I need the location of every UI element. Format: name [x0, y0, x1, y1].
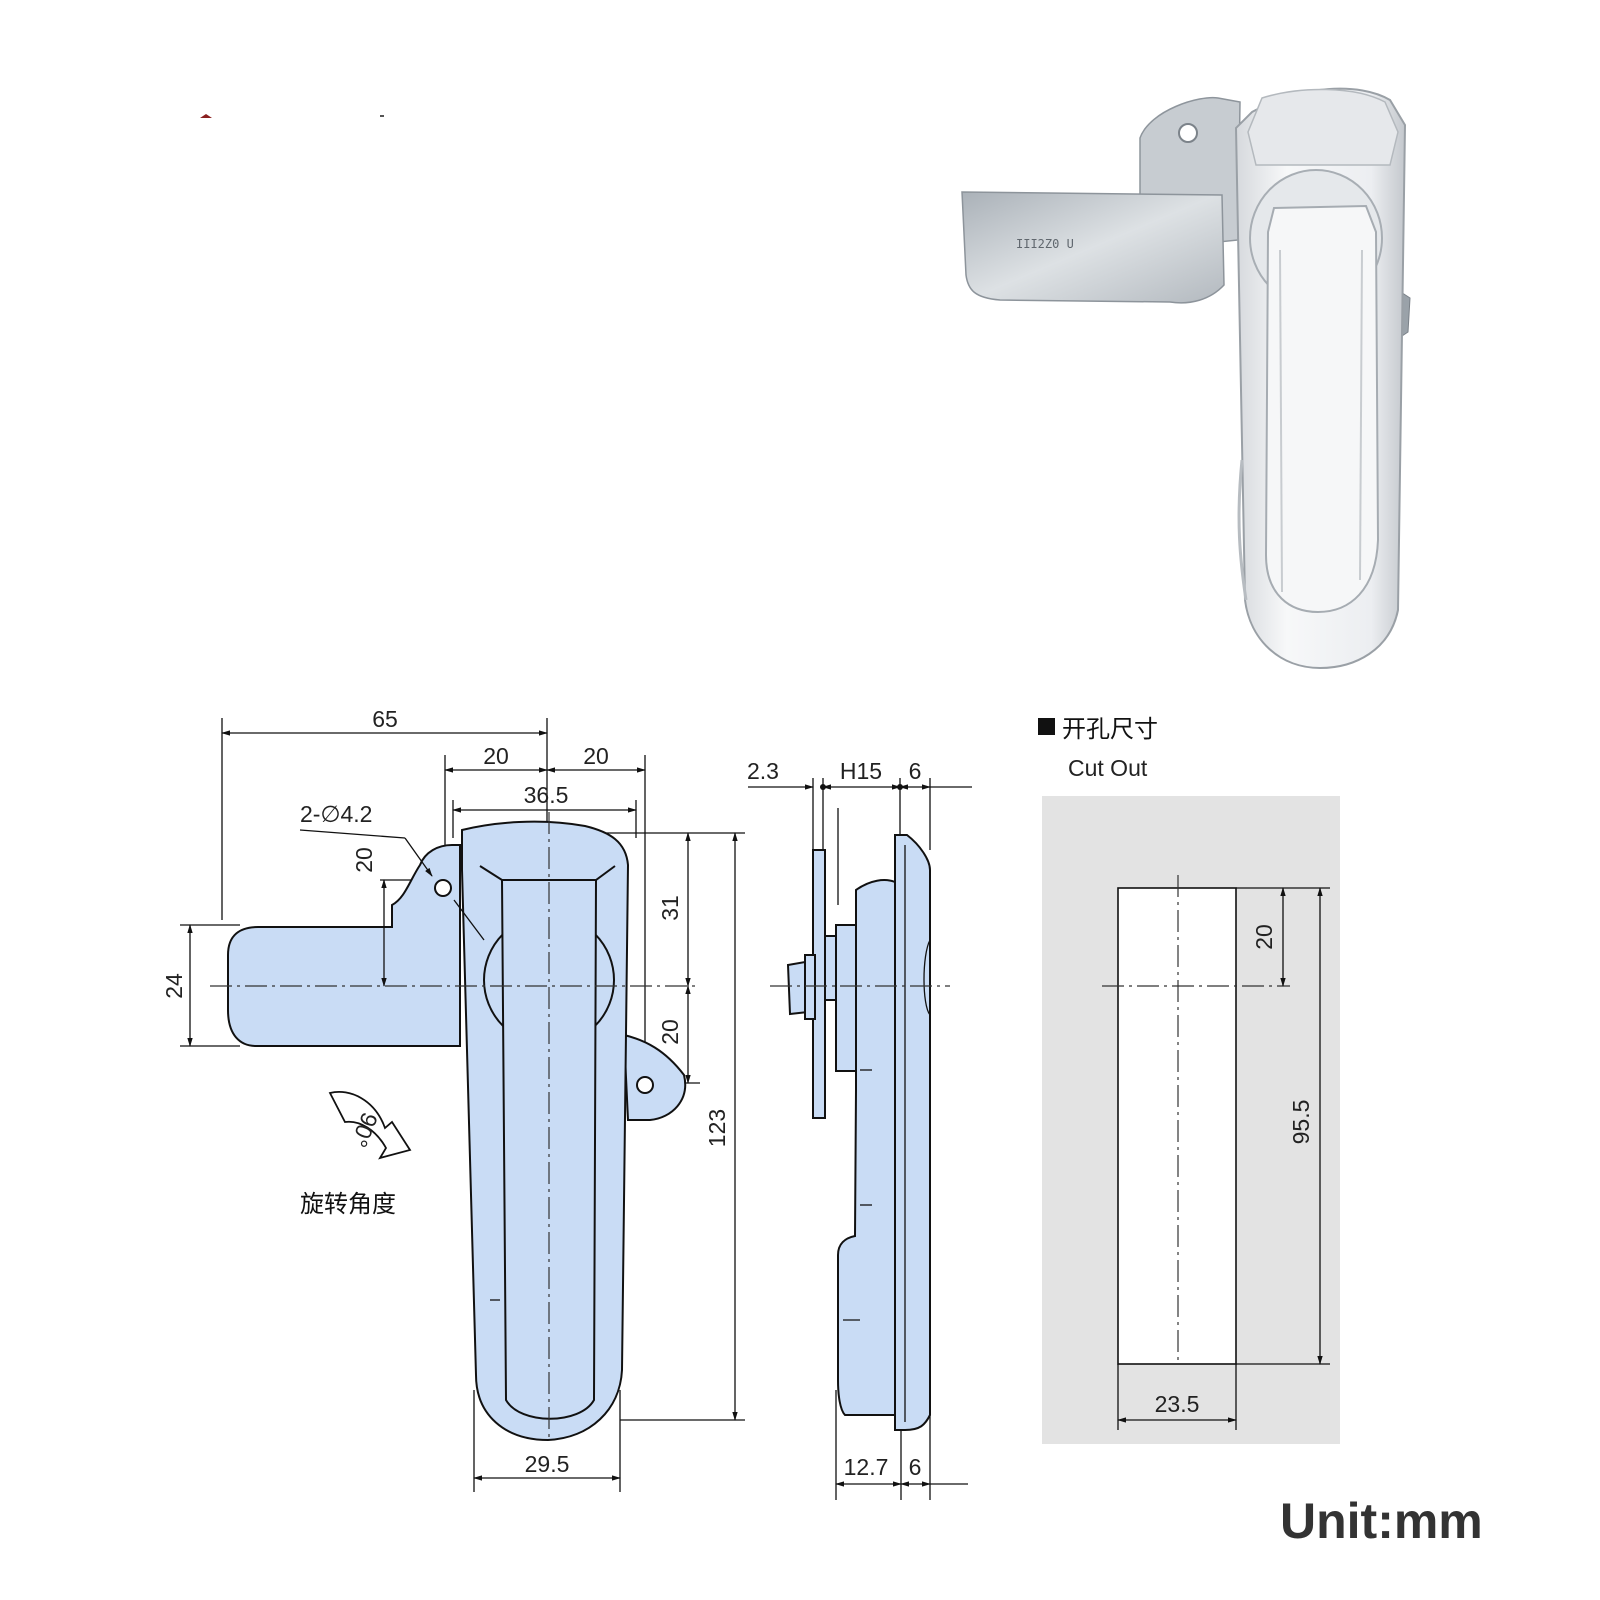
side-view-drawing: 2.3 H15 6 12.7 6 — [747, 758, 972, 1500]
cutout-title-en: Cut Out — [1068, 755, 1148, 781]
dim-bottom-width: 29.5 — [525, 1451, 570, 1477]
mounting-lug — [622, 1033, 687, 1121]
dim-hole-vertical: 20 — [351, 847, 377, 873]
dim-plate: 2.3 — [747, 758, 779, 784]
dim-tongue-height: 24 — [161, 973, 187, 999]
cutout-title-cn: 开孔尺寸 — [1062, 715, 1158, 743]
cutout-dim-height: 95.5 — [1288, 1100, 1314, 1145]
cutout-dim-top: 20 — [1251, 924, 1277, 950]
unit-label: Unit:mm — [1280, 1493, 1483, 1549]
dim-depth: 12.7 — [844, 1454, 889, 1480]
dim-right-offset: 20 — [583, 743, 609, 769]
dim-overall-height: 123 — [704, 1109, 730, 1147]
front-view-drawing: 65 20 20 36.5 2-∅4.2 20 31 20 24 123 29.… — [161, 706, 745, 1492]
rotation-arrow-icon — [328, 1091, 412, 1160]
dim-top-to-center: 31 — [657, 895, 683, 921]
svg-text:III2Z0 U: III2Z0 U — [1016, 237, 1074, 251]
latch-tongue — [227, 844, 461, 1047]
side-body — [837, 879, 896, 1416]
artifact-marks — [200, 114, 384, 118]
cutout-drawing: 开孔尺寸 Cut Out 20 95.5 23.5 — [1038, 715, 1340, 1444]
cutout-dim-width: 23.5 — [1155, 1391, 1200, 1417]
dim-left-offset: 20 — [483, 743, 509, 769]
side-flange — [894, 834, 931, 1431]
product-photo: III2Z0 U — [961, 87, 1411, 670]
dim-center-to-hole: 20 — [657, 1019, 683, 1045]
cutout-opening — [1117, 887, 1237, 1365]
dim-h: H15 — [840, 758, 882, 784]
rotation-caption: 旋转角度 — [300, 1190, 396, 1218]
dim-overall-width: 65 — [372, 706, 398, 732]
dim-bottom-flange: 6 — [909, 1454, 922, 1480]
dim-flange: 6 — [909, 758, 922, 784]
dim-body-width: 36.5 — [524, 782, 569, 808]
dim-holes: 2-∅4.2 — [300, 801, 372, 827]
lever — [500, 879, 598, 1420]
